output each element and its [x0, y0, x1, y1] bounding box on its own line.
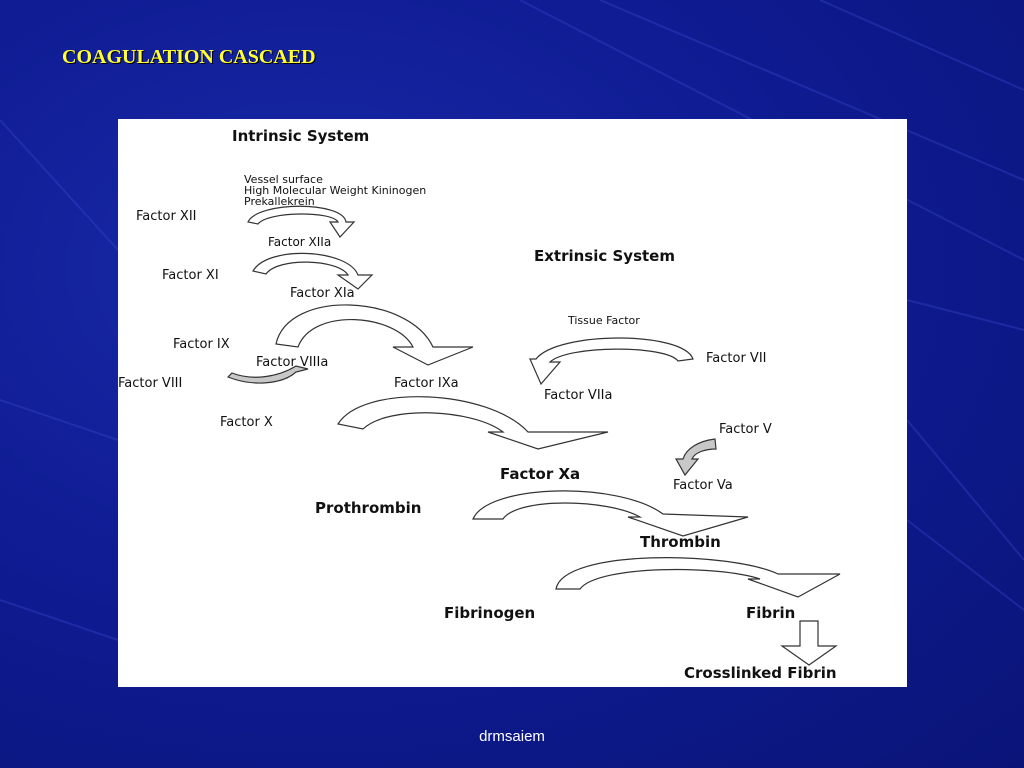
arrow-ix-to-ixa — [275, 304, 474, 366]
arrow-xii-to-xiia — [247, 205, 356, 238]
arrow-vii-to-viia — [529, 337, 694, 386]
label-factor-xiia: Factor XIIa — [268, 235, 331, 249]
label-factor-viiia: Factor VIIIa — [256, 355, 328, 370]
label-factor-ixa: Factor IXa — [394, 376, 459, 391]
arrow-prothrombin-to-thrombin — [472, 490, 749, 537]
slide-title: COAGULATION CASCAED — [62, 46, 316, 68]
arrow-fibrinogen-to-fibrin — [555, 557, 841, 598]
arrow-x-to-xa — [337, 396, 609, 450]
intrinsic-heading: Intrinsic System — [232, 127, 369, 145]
label-factor-xii: Factor XII — [136, 209, 197, 224]
label-factor-ix: Factor IX — [173, 337, 230, 352]
label-factor-vii: Factor VII — [706, 351, 767, 366]
label-factor-va: Factor Va — [673, 478, 733, 493]
arrow-v-to-va — [674, 438, 717, 477]
label-factor-xa: Factor Xa — [500, 465, 580, 483]
label-fibrinogen: Fibrinogen — [444, 604, 535, 622]
contact-factor-vessel: Vessel surface — [244, 173, 323, 186]
contact-factor-hmwk: High Molecular Weight Kininogen — [244, 184, 426, 197]
label-factor-xia: Factor XIa — [290, 286, 355, 301]
extrinsic-heading: Extrinsic System — [534, 247, 675, 265]
label-factor-v: Factor V — [719, 422, 772, 437]
arrow-xi-to-xia — [252, 252, 374, 290]
arrow-viii-to-viiia — [226, 365, 309, 384]
label-tissue-factor: Tissue Factor — [567, 314, 640, 327]
label-factor-viii: Factor VIII — [118, 376, 182, 391]
label-fibrin: Fibrin — [746, 604, 795, 622]
label-factor-x: Factor X — [220, 415, 273, 430]
label-crosslinked-fibrin: Crosslinked Fibrin — [684, 664, 837, 682]
label-factor-viia: Factor VIIa — [544, 388, 612, 403]
coagulation-diagram: Intrinsic System Extrinsic System Vessel… — [118, 119, 907, 687]
arrow-fibrin-to-crosslinked — [780, 620, 838, 666]
slide-footer: drmsaiem — [479, 728, 545, 745]
label-thrombin: Thrombin — [640, 533, 721, 551]
label-prothrombin: Prothrombin — [315, 499, 421, 517]
label-factor-xi: Factor XI — [162, 268, 219, 283]
contact-factor-prekallekrein: Prekallekrein — [244, 195, 315, 208]
